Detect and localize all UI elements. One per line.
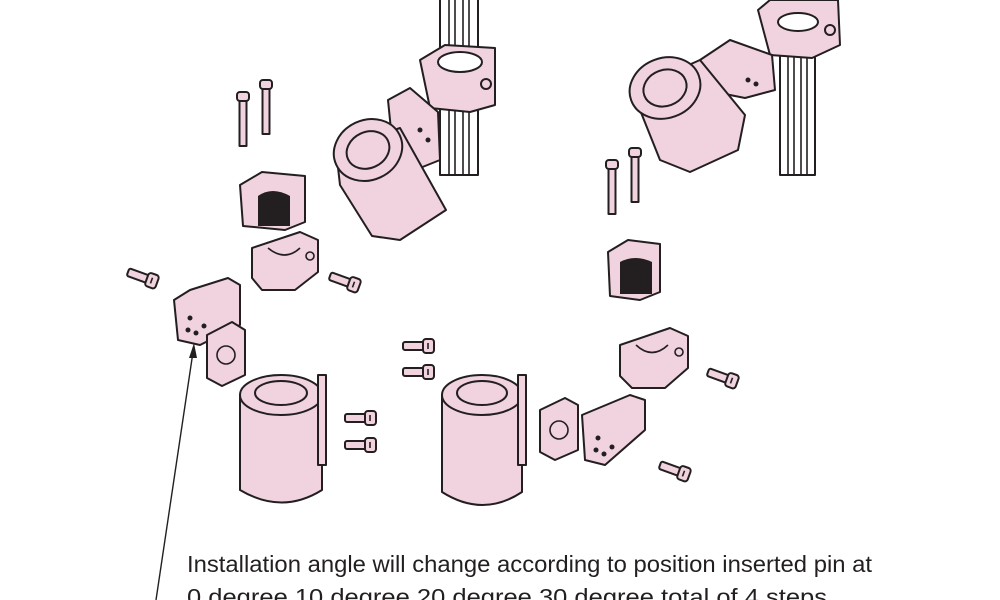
screw: [704, 364, 741, 391]
screw: [402, 338, 435, 354]
clamp-half-upper-right: [607, 239, 661, 301]
screw: [124, 264, 161, 291]
clamp-half-lower-right: [619, 327, 689, 389]
clamp-half-lower-left: [251, 231, 319, 291]
camera-housing-left: [332, 118, 447, 241]
angle-bracket-center: [581, 394, 646, 466]
camera-housing-right: [628, 56, 746, 173]
camera-housing-lower-left: [239, 374, 327, 504]
camera-housing-center: [441, 374, 527, 506]
clamp-half-upper-left: [239, 171, 306, 231]
screw: [656, 457, 693, 484]
screw: [402, 364, 435, 380]
bolt: [236, 91, 250, 147]
bolt: [628, 147, 642, 203]
mount-plate-left: [206, 321, 246, 387]
caption-line-1: Installation angle will change according…: [187, 551, 873, 577]
caption-line-2: 0 degree 10 degree 20 degree 30 degree t…: [187, 584, 827, 600]
screw: [344, 437, 377, 453]
bolt: [259, 79, 273, 135]
pole-clamp-right: [757, 0, 841, 59]
bolt: [605, 159, 619, 215]
mount-plate-center: [539, 397, 579, 461]
screw: [344, 410, 377, 426]
screw: [326, 268, 363, 295]
leader-arrow: [155, 343, 197, 600]
pole-clamp-left: [419, 44, 496, 113]
